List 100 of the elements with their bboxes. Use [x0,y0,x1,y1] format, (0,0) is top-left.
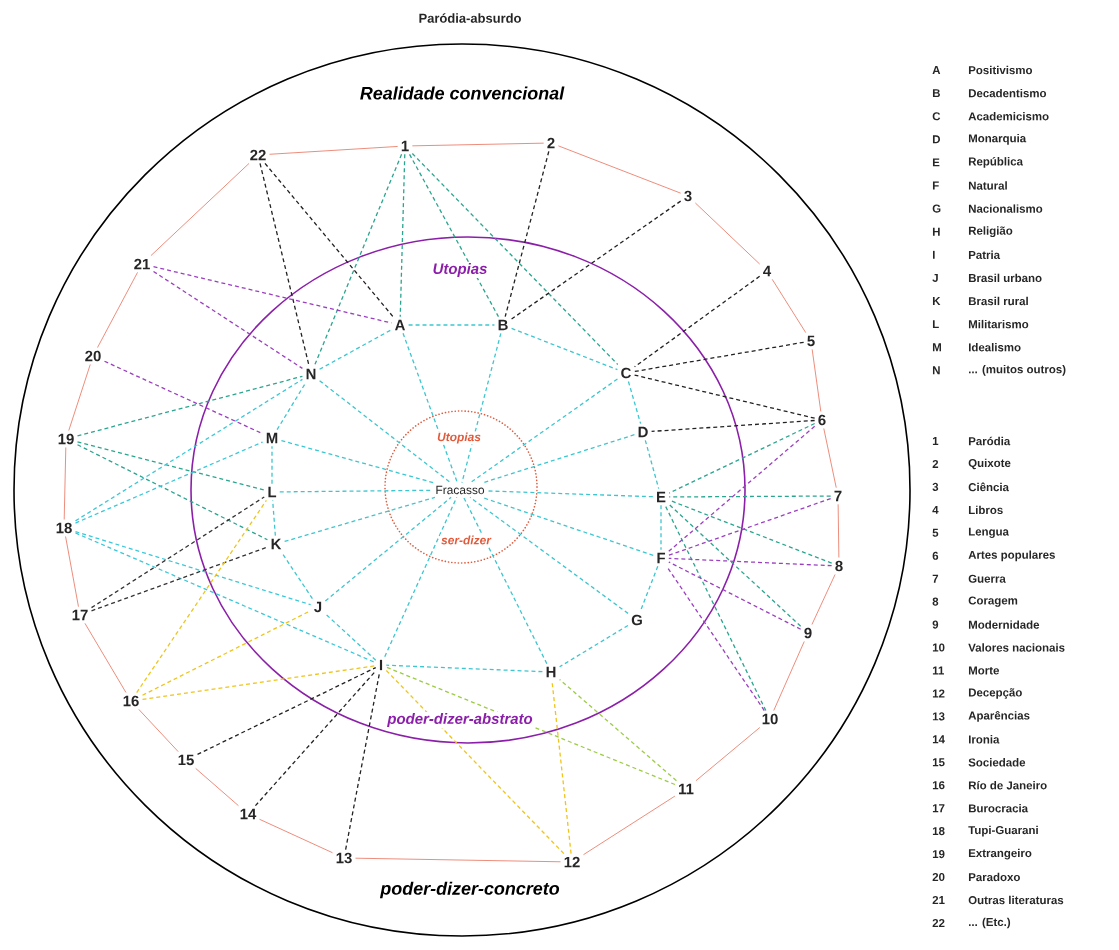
number-label: 1 [397,137,413,155]
item-text: Paródia [968,436,1011,446]
item-code: 8 [932,597,939,606]
item-text: Valores nacionais [968,643,1065,652]
number-label: 13 [332,849,356,867]
item-text: Natural [968,181,1007,190]
item-text: Nacionalismo [968,204,1043,213]
number-label: 3 [680,187,696,205]
number-label: 16 [119,692,143,710]
center-label: Fracasso [432,482,488,498]
connector-line [633,275,761,368]
connector-line [272,499,276,537]
connector-line [644,439,660,490]
region-label: Realidade convencional [358,85,566,101]
item-text: Militarismo [968,319,1029,329]
item-text: Ciência [968,482,1009,492]
item-text: Modernidade [968,620,1040,629]
letter-label: E [653,488,669,506]
number-label: 10 [758,710,782,728]
connector-line [283,496,436,543]
connector-line [411,142,545,147]
outer-circle [13,43,911,937]
connector-line [63,447,67,520]
number-label: 6 [814,411,830,429]
connector-line [84,622,127,693]
connector-line [399,153,406,318]
item-code: B [932,89,940,98]
connector-line [318,380,452,484]
connector-line [664,504,767,712]
item-code: G [932,204,941,213]
item-text: Idealismo [968,343,1021,352]
number-label: 15 [174,751,198,769]
connector-line [195,768,239,807]
item-text: Guerra [968,574,1006,583]
connector-line [355,857,561,863]
letter-label: L [264,483,280,501]
connector-line [345,672,381,851]
letter-label: K [267,535,285,553]
letter-label: C [617,364,635,382]
item-text: Morte [968,666,999,675]
connector-line [254,670,377,807]
number-label: 4 [759,262,775,280]
item-code: 13 [932,712,945,721]
connector-line [324,613,377,661]
connector-line [408,153,500,318]
item-text: Positivismo [968,65,1033,75]
connector-line [668,422,816,494]
connector-line [407,324,496,326]
connector-line [271,445,273,485]
connector-line [313,153,403,367]
item-code: 19 [932,850,945,859]
item-code: 7 [932,574,939,583]
connector-line [811,349,822,412]
letter-label: F [653,549,669,567]
region-label: poder-dizer-concreto [379,880,561,900]
connector-line [668,557,833,567]
item-code: 9 [932,620,939,629]
item-code: N [932,366,940,375]
connector-line [558,624,629,668]
connector-line [695,727,761,782]
region-label: poder-dizer-abstrato [386,712,534,728]
connector-line [269,146,399,155]
letter-label: N [302,365,320,383]
item-code: 1 [932,437,939,445]
item-text: Sociedade [968,758,1026,767]
number-label: 17 [68,606,92,624]
number-label: 18 [52,519,76,537]
item-code: 12 [932,689,945,698]
connector-line [627,380,642,425]
item-text: Decepção [968,688,1022,699]
letter-label: H [542,663,560,681]
connector-line [461,332,502,484]
connector-line [694,202,761,265]
item-code: 11 [932,666,944,675]
connector-line [633,374,816,419]
item-code: I [932,250,935,259]
connector-line [666,565,765,712]
connector-line [264,162,394,318]
letter-label: A [391,316,409,334]
item-text: Coragem [968,596,1018,607]
connector-line [650,419,816,433]
item-text: Quixote [968,458,1011,470]
item-code: 21 [932,896,945,904]
item-text: Decadentismo [968,88,1047,98]
letter-label: I [375,656,387,674]
item-code: 10 [932,643,945,652]
connector-line [138,709,179,752]
connector-line [74,441,264,524]
item-text: Artes populares [968,550,1055,562]
title: Paródia-absurdo [419,13,521,23]
connector-line [152,266,393,324]
connector-line [482,434,636,484]
item-code: K [932,297,941,305]
connector-line [385,666,676,786]
connector-line [668,495,832,498]
connector-line [74,530,312,606]
item-code: D [932,135,940,144]
connector-line [136,499,268,694]
connector-line [65,536,79,608]
item-text: ... (Etc.) [969,917,1011,929]
